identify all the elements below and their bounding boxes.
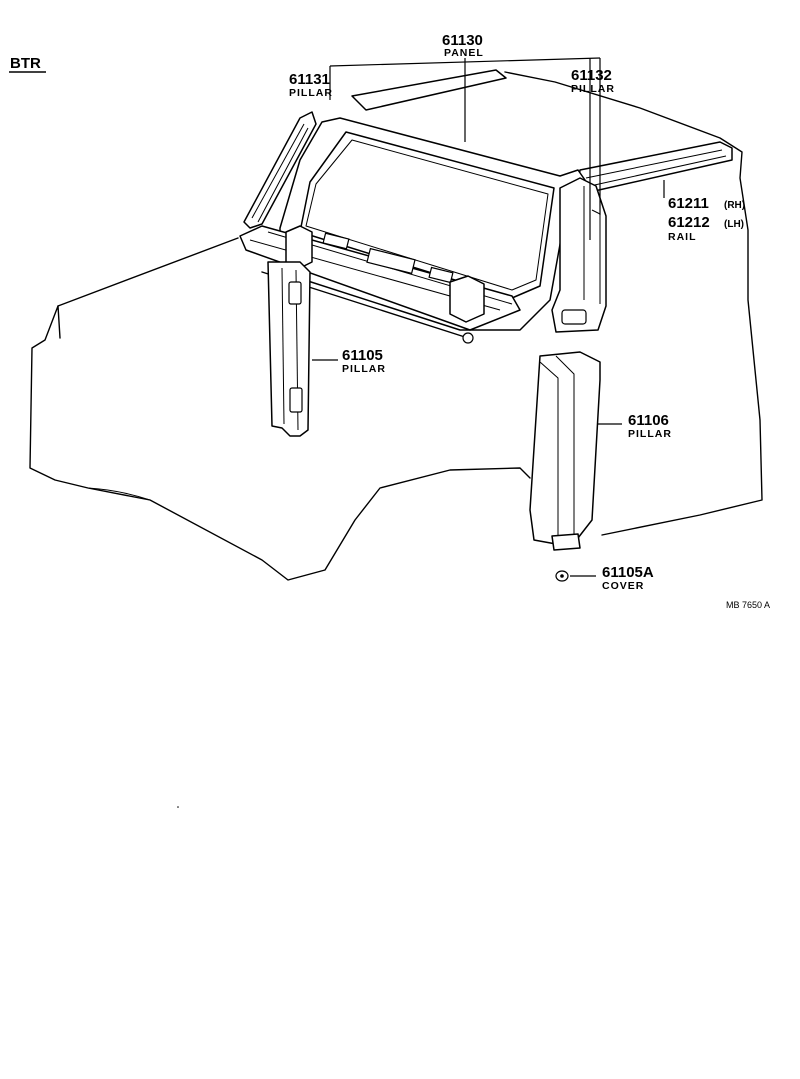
- part-number-61211: 61211: [668, 195, 709, 212]
- part-number-61105a: 61105A: [602, 564, 654, 581]
- panel-61130-part: [239, 69, 586, 344]
- cover-61105a-part: [555, 570, 569, 582]
- diagram-code: BTR: [10, 55, 41, 72]
- part-number-61212: 61212: [668, 214, 710, 231]
- part-side-61211: (RH): [724, 200, 745, 211]
- label-61211: 61211 (RH): [668, 195, 745, 212]
- pillar-61105-part: [267, 261, 311, 437]
- part-name-61131: PILLAR: [289, 87, 333, 99]
- part-number-61106: 61106: [628, 412, 669, 429]
- scan-speck: [177, 806, 179, 808]
- label-61105: 61105 PILLAR: [342, 347, 386, 375]
- label-61106: 61106 PILLAR: [628, 412, 672, 440]
- pillar-61106-part: [529, 351, 601, 551]
- part-name-61105a: COVER: [602, 580, 644, 592]
- pillar-61131-part: [243, 111, 317, 229]
- part-name-61132: PILLAR: [571, 83, 615, 95]
- part-name-61212: RAIL: [668, 231, 697, 243]
- label-61130: 61130 PANEL: [442, 32, 484, 59]
- part-name-61105: PILLAR: [342, 363, 386, 375]
- part-name-61106: PILLAR: [628, 428, 672, 440]
- pillar-61132-part: [551, 177, 607, 333]
- label-61131: 61131 PILLAR: [289, 71, 333, 99]
- vehicle-body-outline: [29, 71, 763, 581]
- label-61105a: 61105A COVER: [602, 564, 654, 592]
- label-61132: 61132 PILLAR: [571, 67, 615, 95]
- part-number-61105: 61105: [342, 347, 383, 364]
- drawing-reference: MB 7650 A: [726, 600, 770, 610]
- leader-lines: [312, 57, 665, 577]
- roof-rail: [577, 141, 733, 193]
- part-side-61212: (LH): [724, 219, 744, 230]
- part-number-61131: 61131: [289, 71, 330, 88]
- part-name-61130: PANEL: [444, 47, 484, 59]
- part-number-61130: 61130: [442, 32, 483, 49]
- label-61212: 61212 (LH) RAIL: [668, 214, 744, 243]
- part-number-61132: 61132: [571, 67, 612, 84]
